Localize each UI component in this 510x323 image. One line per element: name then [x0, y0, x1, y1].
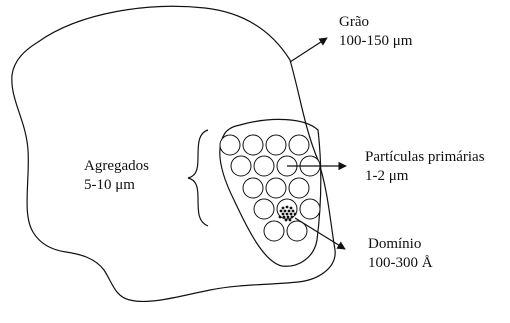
- domain-size-label: 100-300 Å: [368, 255, 433, 271]
- grain-arrow: [289, 37, 328, 63]
- grain-name-label: Grão: [339, 14, 369, 30]
- domain-cluster: [278, 205, 297, 222]
- aggregate-size-label: 5-10 μm: [84, 177, 135, 193]
- aggregate-brace: [187, 129, 209, 227]
- domain-arrow: [294, 217, 346, 250]
- grain-size-label: 100-150 μm: [339, 33, 413, 49]
- primary-particles: [219, 134, 321, 242]
- aggregate-outline: [219, 118, 322, 267]
- aggregate-name-label: Agregados: [84, 158, 149, 174]
- particle-name-label: Partículas primárias: [365, 149, 485, 165]
- particle-size-label: 1-2 μm: [365, 168, 409, 184]
- grain-outline: [11, 5, 336, 303]
- domain-name-label: Domínio: [368, 236, 422, 252]
